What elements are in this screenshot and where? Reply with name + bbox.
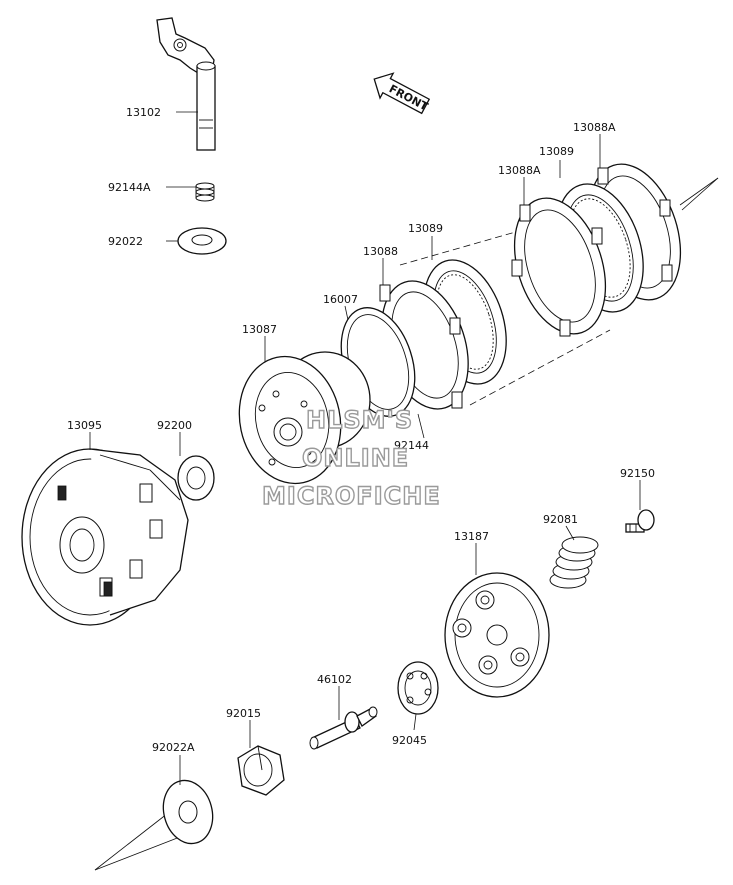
part-13095-clutch-housing [21,448,189,626]
part-92022A-washer [162,779,214,845]
part-92144-spring [417,413,425,439]
part-92015-nut [237,745,285,796]
front-arrow: FRONT [373,72,431,115]
label-92015: 92015 [226,707,261,720]
part-13088A-friction-plate-mid [511,197,607,337]
part-92022-washer [177,227,227,255]
label-46102: 46102 [317,673,352,686]
label-16007: 16007 [323,293,358,306]
label-13089-mid: 13089 [408,222,443,235]
label-13095: 13095 [67,419,102,432]
label-13088A-mid: 13088A [498,164,541,177]
label-92144A: 92144A [108,181,151,194]
part-13087-clutch-hub [238,351,371,485]
watermark-line-1: HLSM'S [306,406,413,434]
label-13088: 13088 [363,245,398,258]
part-92150-bolt [625,509,655,533]
label-92045: 92045 [392,734,427,747]
watermark-line-2: ONLINE [302,444,409,472]
label-13187: 13187 [454,530,489,543]
part-92200-lock-washer [177,455,215,501]
part-13102-shaft [156,17,216,151]
watermark: HLSM'S ONLINE MICROFICHE [261,405,441,510]
label-13089-top: 13089 [539,145,574,158]
leader-lines [89,111,641,785]
label-13102: 13102 [126,106,161,119]
part-92081-spring [549,536,599,589]
label-92200: 92200 [157,419,192,432]
part-92144A-spring [195,182,215,202]
label-92022A: 92022A [152,741,195,754]
label-92081: 92081 [543,513,578,526]
label-13087: 13087 [242,323,277,336]
alignment-lines [94,177,719,871]
part-46102-push-rod [309,706,378,750]
part-92045-bearing [397,661,439,715]
label-92022: 92022 [108,235,143,248]
label-92150: 92150 [620,467,655,480]
part-13187-pressure-plate [444,572,550,698]
part-labels: 13102 92144A 92022 13088A 13089 13088A 1… [67,106,655,754]
label-13088A-top: 13088A [573,121,616,134]
label-92144: 92144 [394,439,429,452]
watermark-line-3: MICROFICHE [262,482,441,510]
